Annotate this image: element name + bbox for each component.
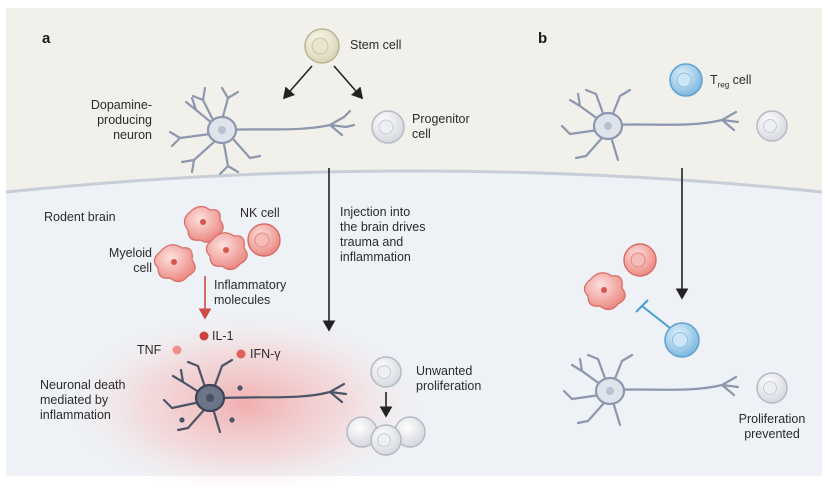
- progenitor-cell-b-bottom: [756, 372, 788, 404]
- panel-label-a: a: [42, 30, 51, 47]
- neuron-b-bottom: [562, 353, 740, 427]
- nk-cell-label: NK cell: [240, 206, 280, 220]
- inhibition-line: [635, 299, 671, 329]
- il1-dot: [199, 331, 209, 341]
- progenitor-cell-b-top: [756, 110, 788, 142]
- treg-label-suffix: cell: [729, 73, 752, 87]
- tnf-dot: [172, 345, 182, 355]
- myeloid-cell-label: Myeloid cell: [108, 246, 152, 275]
- stem-cell-label: Stem cell: [350, 38, 402, 52]
- treg-label-sub: reg: [717, 80, 730, 90]
- il1-label: IL-1: [212, 329, 234, 343]
- rodent-brain-label: Rodent brain: [44, 210, 116, 224]
- inflammatory-molecules-label: Inflammatory molecules: [214, 278, 287, 307]
- arrow-stem-to-progenitor: [333, 65, 364, 100]
- myeloid-cell-3: [205, 232, 248, 271]
- nk-cell-b: [623, 243, 657, 277]
- arrow-stem-to-neuron: [282, 65, 313, 100]
- brain-boundary: [5, 169, 823, 194]
- dopamine-neuron-label: Dopamine- producing neuron: [90, 98, 152, 142]
- neuron-b-top: [560, 88, 740, 162]
- stem-cell: [304, 28, 340, 64]
- ifn-dot: [236, 349, 246, 359]
- ifn-label: IFN-γ: [250, 347, 281, 361]
- treg-cell-top: [669, 63, 703, 97]
- progenitor-cell-label: Progenitor cell: [412, 112, 470, 141]
- nk-cell: [247, 223, 281, 257]
- proliferation-prevented-label: Proliferation prevented: [738, 412, 806, 441]
- progenitor-cell-single: [370, 356, 402, 388]
- damaged-neuron: [162, 358, 348, 434]
- panel-label-b: b: [538, 30, 548, 47]
- treg-cell-bottom: [664, 322, 700, 358]
- treg-cell-label: Treg cell: [710, 73, 751, 93]
- myeloid-cell-2: [153, 244, 196, 283]
- tnf-label: TNF: [137, 343, 162, 357]
- dopamine-neuron: [168, 86, 356, 176]
- neuronal-death-label: Neuronal death mediated by inflammation: [40, 378, 126, 422]
- injection-label: Injection into the brain drives trauma a…: [340, 205, 426, 264]
- unwanted-proliferation-label: Unwanted proliferation: [416, 364, 482, 393]
- progenitor-cell: [371, 110, 405, 144]
- proliferating-cells: [346, 416, 426, 456]
- myeloid-cell-b: [583, 272, 626, 311]
- treg-label-main: T: [710, 73, 718, 87]
- inflammation-glow: [70, 315, 420, 489]
